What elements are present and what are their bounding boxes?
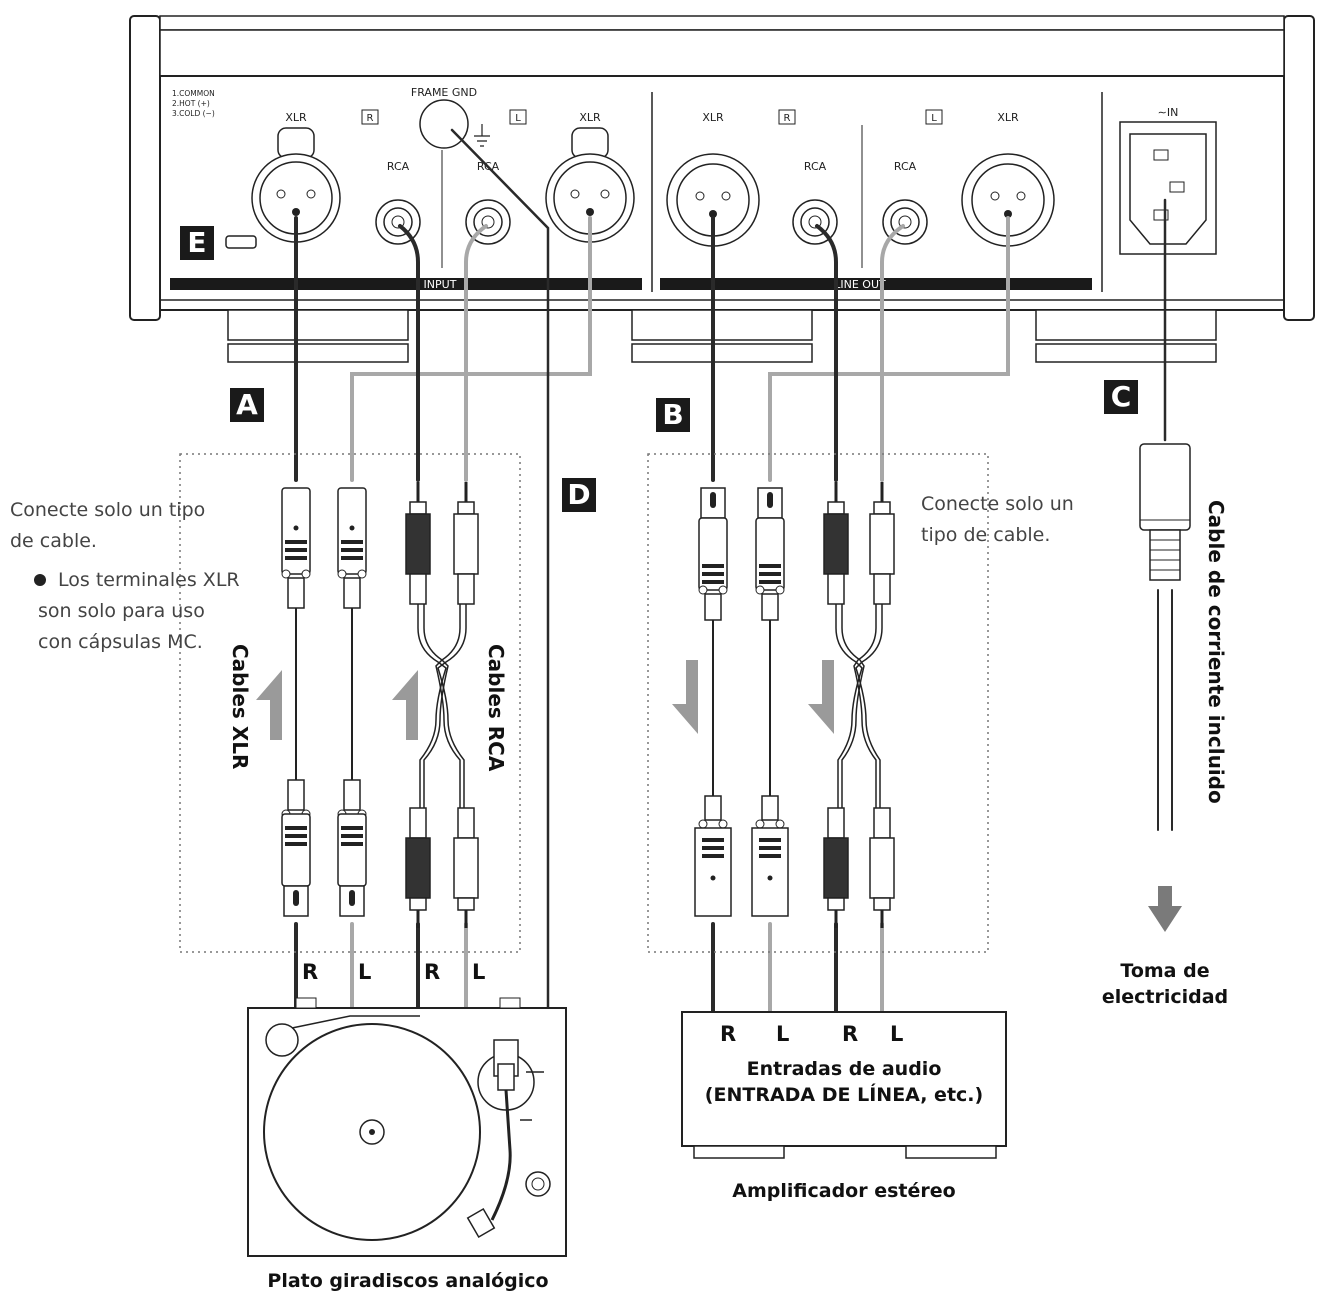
outlet-line1: Toma de bbox=[1120, 960, 1210, 982]
ground-icon bbox=[474, 124, 490, 147]
input-xlr-cable-l bbox=[337, 487, 367, 917]
out-xlr-r-label: XLR bbox=[702, 111, 724, 124]
input-rca-r-label: RCA bbox=[387, 160, 410, 173]
line-out-bar-label: LINE OUT bbox=[834, 278, 886, 291]
amp-rca-l: L bbox=[890, 1022, 904, 1046]
arrow-up-xlr-icon bbox=[256, 670, 282, 740]
out-rca-l-label: RCA bbox=[894, 160, 917, 173]
marker-d: D bbox=[562, 478, 596, 512]
amp-inputs-label: Entradas de audio (ENTRADA DE LÍNEA, etc… bbox=[682, 1056, 1006, 1108]
input-cable-group bbox=[179, 453, 521, 953]
out-xlr-l-label: XLR bbox=[997, 111, 1019, 124]
frame-gnd-terminal[interactable] bbox=[419, 99, 469, 149]
arrow-up-rca-icon bbox=[392, 670, 418, 740]
ac-inlet[interactable] bbox=[1119, 121, 1217, 255]
pin-legend-1: 1.COMMON bbox=[172, 89, 215, 98]
power-cable-label: Cable de corriente incluido bbox=[1204, 500, 1228, 804]
left-note: Conecte solo un tipo de cable. Los termi… bbox=[10, 495, 250, 658]
right-note-line1: Conecte solo un bbox=[921, 493, 1074, 515]
input-xlr-r-label: XLR bbox=[285, 111, 307, 124]
amp-inputs-line2: (ENTRADA DE LÍNEA, etc.) bbox=[704, 1084, 984, 1106]
amplifier bbox=[681, 1011, 1007, 1159]
input-xlr-l-jack[interactable] bbox=[545, 127, 635, 243]
marker-b: B bbox=[656, 398, 690, 432]
amp-xlr-l: L bbox=[776, 1022, 790, 1046]
left-note-bullet3: con cápsulas MC. bbox=[38, 631, 203, 653]
bullet-icon bbox=[34, 574, 46, 586]
turntable bbox=[247, 997, 567, 1257]
tt-rca-r: R bbox=[424, 960, 441, 984]
amplifier-caption: Amplificador estéreo bbox=[732, 1180, 956, 1202]
xlr-cables-label: Cables XLR bbox=[228, 644, 252, 770]
arrow-down-rca-icon bbox=[808, 660, 834, 734]
output-xlr-cable-l bbox=[751, 487, 789, 917]
outlet-line2: electricidad bbox=[1101, 986, 1229, 1008]
left-note-bullet1: Los terminales XLR bbox=[58, 569, 240, 591]
left-note-line1: Conecte solo un tipo bbox=[10, 499, 206, 521]
amp-rca-r: R bbox=[842, 1022, 859, 1046]
right-note-line2: tipo de cable. bbox=[921, 524, 1051, 546]
arrow-down-xlr-icon bbox=[672, 660, 698, 734]
out-r-badge: R bbox=[784, 113, 791, 124]
outlet-caption: Toma de electricidad bbox=[1080, 958, 1250, 1010]
rear-panel: INPUT LINE OUT 1.COMMON 2.HOT (+) 3.COLD… bbox=[129, 15, 1315, 363]
frame-gnd-label: FRAME GND bbox=[411, 86, 477, 99]
marker-e: E bbox=[180, 226, 214, 260]
amp-inputs-line1: Entradas de audio bbox=[746, 1058, 942, 1080]
rca-cables-label: Cables RCA bbox=[484, 644, 508, 772]
output-xlr-cable-r bbox=[694, 487, 732, 917]
input-xlr-l-label: XLR bbox=[579, 111, 601, 124]
input-rca-cable bbox=[404, 480, 480, 930]
input-l-badge: L bbox=[515, 113, 521, 124]
ac-in-label: ∼IN bbox=[1158, 106, 1179, 119]
marker-c: C bbox=[1104, 380, 1138, 414]
out-l-badge: L bbox=[931, 113, 937, 124]
tt-xlr-l: L bbox=[358, 960, 372, 984]
right-note: Conecte solo un tipo de cable. bbox=[921, 489, 1121, 551]
pin-legend-2: 2.HOT (+) bbox=[172, 99, 210, 108]
amp-xlr-r: R bbox=[720, 1022, 737, 1046]
power-plug bbox=[1139, 443, 1191, 581]
pin-legend-3: 3.COLD (−) bbox=[172, 109, 215, 118]
marker-a: A bbox=[230, 388, 264, 422]
output-rca-cable bbox=[822, 480, 896, 930]
tt-rca-l: L bbox=[472, 960, 486, 984]
arrow-down-outlet-icon bbox=[1148, 886, 1182, 932]
left-note-line2: de cable. bbox=[10, 530, 97, 552]
tt-xlr-r: R bbox=[302, 960, 319, 984]
output-cable-group bbox=[647, 453, 989, 953]
left-note-bullet2: son solo para uso bbox=[38, 600, 205, 622]
service-port[interactable] bbox=[225, 235, 257, 249]
input-rca-r-jack[interactable] bbox=[375, 199, 421, 245]
input-xlr-r-jack[interactable] bbox=[251, 127, 341, 243]
input-r-badge: R bbox=[367, 113, 374, 124]
input-xlr-cable-r bbox=[281, 487, 311, 917]
cables bbox=[294, 128, 1173, 1038]
turntable-caption: Plato giradiscos analógico bbox=[267, 1270, 549, 1292]
out-rca-r-label: RCA bbox=[804, 160, 827, 173]
input-bar-label: INPUT bbox=[424, 278, 457, 291]
